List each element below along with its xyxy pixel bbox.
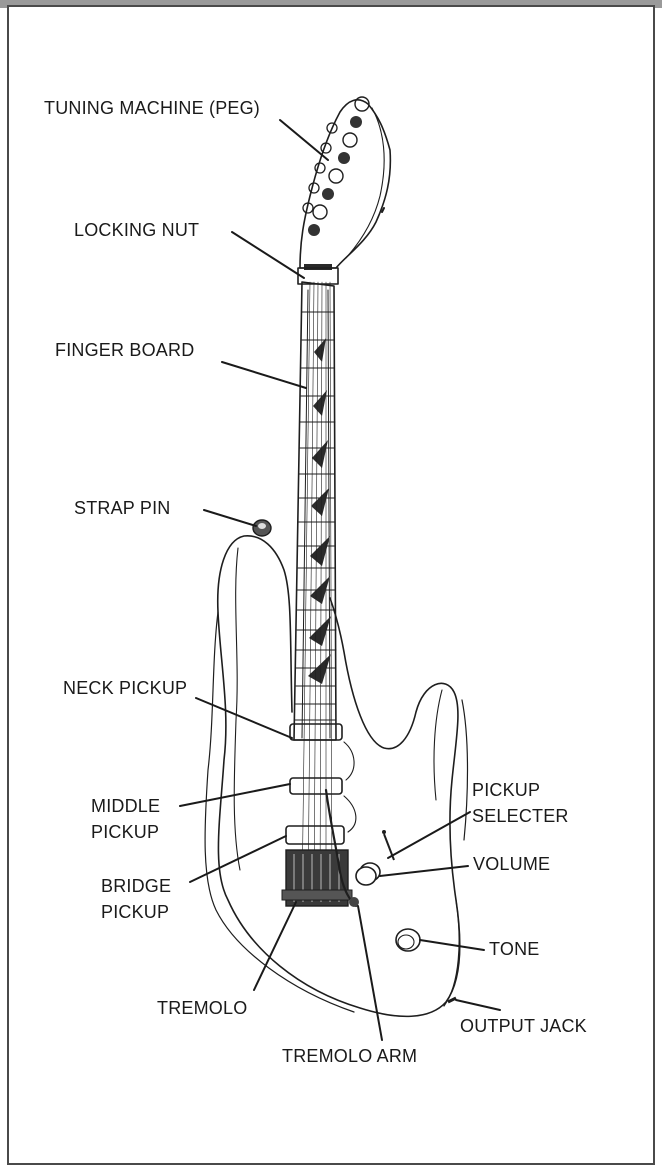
leader-locking-nut — [231, 231, 305, 279]
fret-inlays — [308, 338, 331, 684]
middle-pickup — [289, 777, 343, 795]
guitar-illustration — [204, 96, 469, 1018]
label-pickup-selecter-line1: PICKUP — [472, 780, 540, 800]
leader-pickup-selecter — [387, 811, 471, 859]
headstock-tip — [381, 207, 385, 213]
label-bridge-pickup-line2: PICKUP — [101, 902, 169, 922]
fretboard-edges — [301, 289, 331, 739]
pickguard-contour — [343, 741, 357, 833]
leader-middle-pickup — [179, 783, 291, 807]
headstock-edge — [345, 107, 385, 259]
upper-horn-bevel — [233, 547, 241, 871]
leader-strap-pin — [203, 509, 257, 527]
label-middle-pickup-line1: MIDDLE — [91, 796, 160, 816]
label-middle-pickup-line2: PICKUP — [91, 822, 159, 842]
label-tremolo: TREMOLO — [157, 998, 247, 1018]
strap-pin — [252, 519, 272, 537]
volume-knob — [355, 862, 381, 886]
top-band — [0, 0, 662, 8]
leader-tone — [419, 939, 485, 951]
peg-buttons — [302, 122, 338, 214]
leader-tremolo — [253, 901, 297, 991]
leader-neck-pickup — [195, 697, 293, 739]
label-strap-pin: STRAP PIN — [74, 498, 171, 518]
locking-nut-clamp — [304, 264, 332, 270]
label-finger-board: FINGER BOARD — [55, 340, 194, 360]
headstock — [299, 99, 392, 269]
tuning-pegs — [308, 96, 370, 236]
body-edge — [204, 611, 355, 1013]
leader-volume — [379, 865, 469, 877]
body-edge-right — [443, 699, 469, 1007]
strings — [301, 281, 333, 901]
label-bridge-pickup-line1: BRIDGE — [101, 876, 171, 896]
label-tremolo-arm: TREMOLO ARM — [282, 1046, 417, 1066]
leader-finger-board — [221, 361, 307, 389]
label-volume: VOLUME — [473, 854, 550, 874]
output-jack — [447, 996, 457, 1004]
label-neck-pickup: NECK PICKUP — [63, 678, 187, 698]
part-labels: TUNING MACHINE (PEG) LOCKING NUT FINGER … — [44, 98, 587, 1066]
leader-tuning-machine — [279, 119, 329, 161]
leader-tremolo-arm — [357, 905, 383, 1041]
label-pickup-selecter-line2: SELECTER — [472, 806, 569, 826]
lower-horn-bevel — [433, 689, 443, 801]
tremolo-arm-socket — [349, 897, 359, 907]
label-output-jack: OUTPUT JACK — [460, 1016, 587, 1036]
leader-output-jack — [455, 999, 501, 1011]
leader-lines — [179, 119, 501, 1041]
neck-pickup — [289, 723, 343, 741]
guitar-body — [216, 535, 461, 1018]
leader-bridge-pickup — [189, 835, 287, 883]
label-tone: TONE — [489, 939, 539, 959]
tone-knob — [395, 928, 421, 952]
bridge-pickup — [285, 825, 345, 845]
label-tuning-machine: TUNING MACHINE (PEG) — [44, 98, 260, 118]
label-locking-nut: LOCKING NUT — [74, 220, 199, 240]
